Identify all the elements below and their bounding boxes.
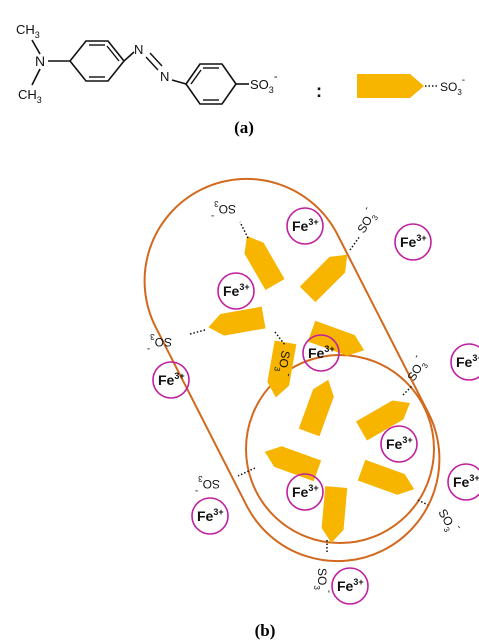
caption-a: (a): [234, 118, 254, 137]
benzene-ring-2: [185, 63, 237, 105]
ionic-tether: [402, 385, 413, 396]
bond: [31, 68, 41, 86]
ionic-tether: [274, 331, 286, 346]
sulfonate-label: SO3-: [211, 199, 236, 221]
ion-ring: [217, 272, 255, 310]
separator-colon: :: [316, 81, 322, 101]
dye-molecule-shape: [357, 459, 415, 495]
ionic-tether: [237, 467, 256, 477]
ion-ring: [380, 425, 418, 463]
sulfonate-label: SO3-: [195, 474, 220, 496]
ion-label: Fe3+: [223, 282, 250, 299]
methyl-bottom-label: CH3: [18, 87, 42, 105]
ion-ring: [302, 334, 340, 372]
dye-molecule-shape: [244, 236, 285, 291]
ion-ring: [191, 497, 229, 535]
fe3-ion: Fe3+: [450, 343, 479, 381]
ion-ring: [331, 567, 369, 605]
azo-double-bond: [145, 56, 159, 71]
fe3-ion: Fe3+: [286, 207, 324, 245]
sulfonate-label: SO3-: [147, 332, 172, 354]
fe3-ion: Fe3+: [217, 272, 255, 310]
sulfonate-group-label: SO3-: [250, 71, 278, 95]
amine-nitrogen-label: N: [35, 53, 45, 69]
ion-label: Fe3+: [337, 577, 364, 594]
bond: [123, 51, 135, 62]
dye-molecule-shape: [264, 446, 322, 482]
ion-label: Fe3+: [308, 344, 335, 361]
fe3-ion: Fe3+: [447, 463, 479, 501]
fe3-ion: Fe3+: [152, 361, 190, 399]
sulfonate-label: SO3-: [312, 568, 334, 593]
ion-label: Fe3+: [386, 435, 413, 452]
sulfonate-label: SO3-: [272, 349, 298, 378]
azo-nitrogen-1: N: [134, 42, 143, 57]
methyl-top-label: CH3: [16, 22, 40, 40]
fe3-ion: Fe3+: [286, 473, 324, 511]
bond: [31, 39, 41, 55]
dye-molecule-shape: [208, 306, 266, 336]
ion-ring: [447, 463, 479, 501]
caption-b: (b): [255, 621, 276, 640]
fe3-ion: Fe3+: [380, 425, 418, 463]
molecule-legend: SO3-: [357, 74, 465, 98]
dye-molecules: [208, 236, 415, 543]
ionic-tether: [239, 221, 249, 239]
ion-ring: [394, 223, 432, 261]
bond: [171, 79, 187, 85]
dye-molecule-shape: [321, 486, 348, 543]
dye-molecule-shape: [355, 400, 410, 441]
sulfonate-label: SO3-: [433, 504, 465, 537]
sulfonate-label: SO3-: [350, 204, 382, 237]
azo-double-bond: [149, 52, 163, 67]
dye-molecule-shape: [307, 320, 365, 356]
dye-molecule-shape: [267, 340, 297, 398]
fe3-ion: Fe3+: [331, 567, 369, 605]
ion-label: Fe3+: [197, 507, 224, 524]
ionic-tether: [189, 329, 206, 335]
ion-ring: [286, 473, 324, 511]
dye-molecule-shape: [299, 254, 348, 303]
dye-molecule-shape: [298, 379, 334, 437]
ion-ring: [286, 207, 324, 245]
benzene-ring-1: [68, 40, 126, 82]
legend-sulfonate-label: SO3-: [440, 75, 465, 97]
ion-ring: [450, 343, 479, 381]
spherical-micelle: [245, 354, 435, 544]
ionic-tether: [349, 235, 361, 251]
micelle-capsule: [143, 177, 441, 563]
ion-ring: [152, 361, 190, 399]
ion-label: Fe3+: [292, 483, 319, 500]
fe3-ion: Fe3+: [191, 497, 229, 535]
ion-label: Fe3+: [292, 217, 319, 234]
ion-label: Fe3+: [456, 353, 479, 370]
ion-label: Fe3+: [158, 371, 185, 388]
azo-nitrogen-2: N: [160, 69, 169, 84]
fe3-ion: Fe3+: [394, 223, 432, 261]
molecule-shape-icon: [357, 74, 424, 98]
ion-label: Fe3+: [453, 473, 479, 490]
methyl-orange-structure: CH3 N CH3 N N SO3-: [16, 22, 278, 105]
ion-label: Fe3+: [400, 233, 427, 250]
iron-ions: Fe3+ Fe3+ Fe3+ Fe3+ Fe3+ Fe3+ Fe3+ Fe3+ Fe3+ Fe3+…: [152, 207, 479, 605]
fe3-ion: Fe3+: [302, 334, 340, 372]
